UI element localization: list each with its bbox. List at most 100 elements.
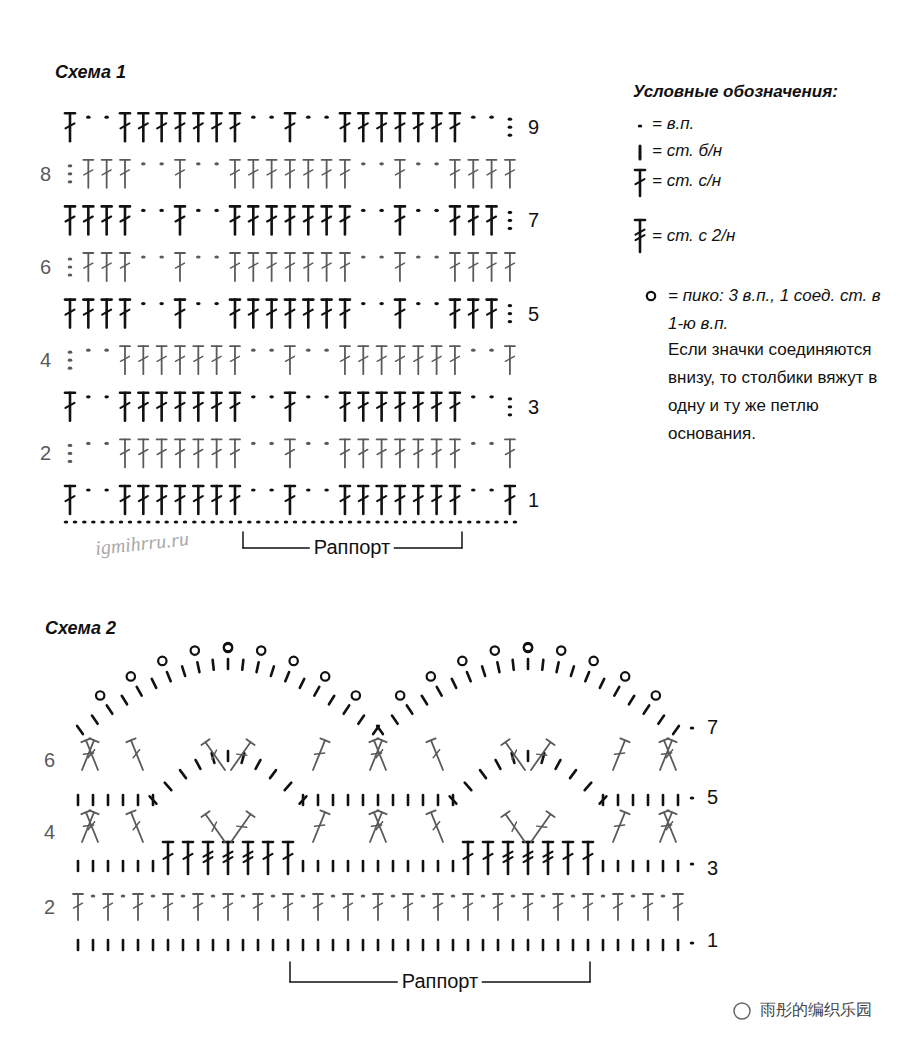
single-crochet-symbol [452,940,455,950]
chain-symbol [416,162,421,165]
stitch-slash [340,403,349,408]
single-crochet-symbol [92,861,95,871]
stitch-slash [267,263,276,268]
chain-symbol [141,255,146,258]
stitch-slash [212,356,221,361]
single-crochet-symbol [617,861,620,871]
row-number: 1 [707,929,718,952]
stitch-top-bar [83,252,93,254]
single-crochet-symbol [122,696,127,704]
stitch-top-bar [283,893,293,895]
stitch-slash [84,217,93,222]
chain-symbol [141,302,146,305]
stitch-top-bar [468,205,478,208]
stitch-slash [304,263,313,268]
stitch-top-bar [377,112,387,115]
stitch-slash [230,403,239,408]
stitch-slash [340,170,349,175]
single-crochet-symbol [407,705,413,713]
stitch-top-bar [163,893,173,895]
stitch-top-bar [120,298,130,301]
stitch-slash [433,750,439,758]
stitch-slash [450,450,459,455]
single-crochet-symbol [347,795,350,805]
chain-symbol [320,520,325,523]
stitch-top-bar [203,841,213,844]
stitch-top-bar [377,485,387,488]
chain-symbol [141,162,146,165]
stitch-slash [133,822,139,830]
chain-symbol [82,520,87,523]
single-crochet-symbol [452,861,455,871]
single-crochet-symbol [617,795,620,805]
stitch-top-bar [230,438,240,440]
chain-symbol [508,397,513,400]
double-crochet-symbol [454,439,456,467]
stitch-slash [377,450,386,455]
double-crochet-symbol [613,812,625,842]
chain-symbol [100,520,105,523]
stitch-top-bar [505,345,515,347]
stitch-top-bar [426,738,435,742]
stitch-top-bar [157,485,167,488]
stitch-top-bar [546,739,554,745]
row-number: 4 [44,821,55,844]
stitch-slash [487,310,496,315]
single-crochet-symbol [358,716,364,724]
stitch-slash [157,450,166,455]
stitch-top-bar [463,893,473,895]
chain-symbol [86,349,91,352]
stitch-top-bar [183,841,193,844]
double-crochet-symbol [497,894,499,920]
stitch-slash [395,263,404,268]
chain-symbol [104,395,109,398]
single-crochet-symbol [272,940,275,950]
stitch-slash [537,826,547,827]
stitch-slash [134,903,143,908]
double-crochet-symbol [467,894,469,920]
stitch-slash [487,263,496,268]
stitch-top-bar [102,252,112,254]
chain-symbol [68,273,73,276]
single-crochet-symbol [600,679,604,688]
chain-symbol [508,405,513,408]
single-crochet-symbol [662,861,665,871]
stitch-top-bar [468,298,478,301]
stitch-top-bar [267,252,277,254]
single-crochet-symbol [137,795,140,805]
stitch-slash [120,310,129,315]
chain-symbol [68,367,73,370]
double-crochet-symbol [313,740,325,770]
stitch-top-bar [395,205,405,208]
chain-symbol [238,520,243,523]
chain-symbol [489,442,494,445]
chain-symbol [485,520,490,523]
stitch-top-bar [340,252,350,254]
chain-symbol [489,349,494,352]
stitch-slash [164,903,173,908]
chain-symbol [361,255,366,258]
single-crochet-symbol [658,716,664,724]
chain-symbol [601,894,606,897]
chart-label: Раппорт [398,970,482,993]
single-crochet-symbol [347,940,350,950]
double-crochet-symbol [381,346,383,374]
stitch-top-bar [432,438,442,440]
stitch-top-bar [340,485,350,488]
single-crochet-symbol [587,940,590,950]
picot-symbol [127,672,135,680]
chain-symbol [661,894,666,897]
stitch-slash [614,825,624,826]
repeat-bracket [461,532,463,548]
stitch-slash [322,217,331,222]
repeat-bracket [589,962,591,982]
chain-symbol [690,862,695,865]
stitch-slash [244,857,253,862]
chain-symbol [306,395,311,398]
stitch-slash [666,822,672,830]
single-crochet-symbol [585,672,589,681]
single-crochet-symbol [527,659,530,669]
stitch-top-bar [83,298,93,301]
chain-symbol [269,116,274,119]
stitch-slash [285,496,294,501]
